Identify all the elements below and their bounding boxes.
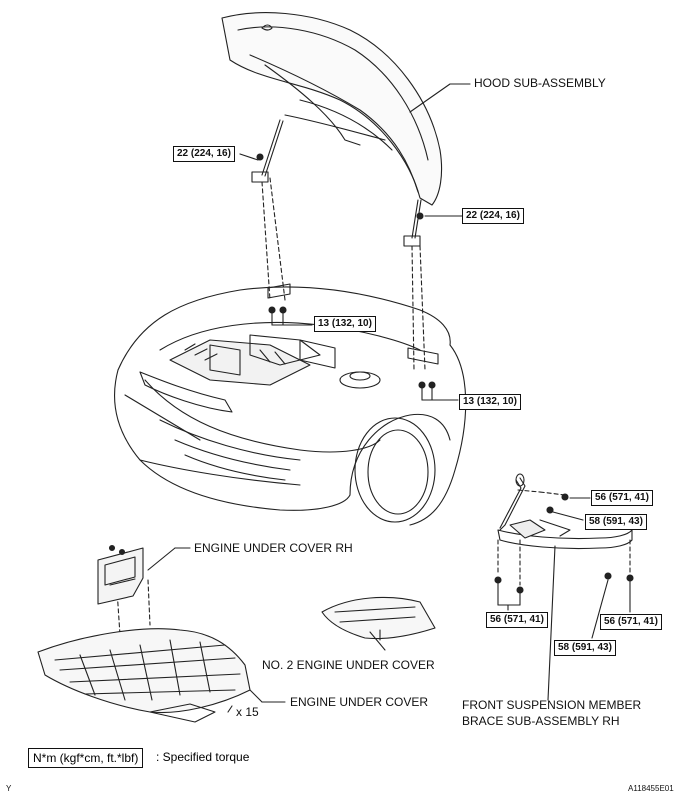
screw-count-label: x 15: [236, 705, 259, 719]
brace-label-line2: BRACE SUB-ASSEMBLY RH: [462, 714, 620, 728]
torque-hood-right: 22 (224, 16): [462, 208, 524, 224]
figure-id: A118455E01: [628, 784, 674, 793]
footer-left-mark: Y: [6, 784, 12, 793]
torque-brace-top-b: 58 (591, 43): [585, 514, 647, 530]
torque-hinge-right: 13 (132, 10): [459, 394, 521, 410]
brace-label-line1: FRONT SUSPENSION MEMBER: [462, 698, 642, 712]
engine-under-cover-rh-drawing: [97, 544, 144, 605]
engine-under-cover-drawing: [37, 628, 251, 723]
torque-legend-text: : Specified torque: [156, 750, 250, 764]
engine-under-cover-label: ENGINE UNDER COVER: [290, 695, 429, 709]
torque-brace-bottom-right: 56 (571, 41): [600, 614, 662, 630]
no2-engine-under-cover-drawing: [321, 596, 436, 641]
vehicle-front-drawing: [113, 286, 467, 526]
torque-hinge-left: 13 (132, 10): [314, 316, 376, 332]
torque-brace-bottom-left: 56 (571, 41): [486, 612, 548, 628]
torque-brace-bottom-mid: 58 (591, 43): [554, 640, 616, 656]
no2-engine-under-cover-label: NO. 2 ENGINE UNDER COVER: [262, 658, 435, 672]
torque-legend-box: N*m (kgf*cm, ft.*lbf): [28, 748, 144, 768]
front-suspension-member-brace-drawing: [497, 473, 633, 550]
hood-sub-assembly-drawing: [221, 12, 443, 247]
torque-hood-left: 22 (224, 16): [173, 146, 235, 162]
hood-label: HOOD SUB-ASSEMBLY: [474, 76, 606, 90]
engine-under-cover-rh-label: ENGINE UNDER COVER RH: [194, 541, 353, 555]
torque-brace-top-a: 56 (571, 41): [591, 490, 653, 506]
